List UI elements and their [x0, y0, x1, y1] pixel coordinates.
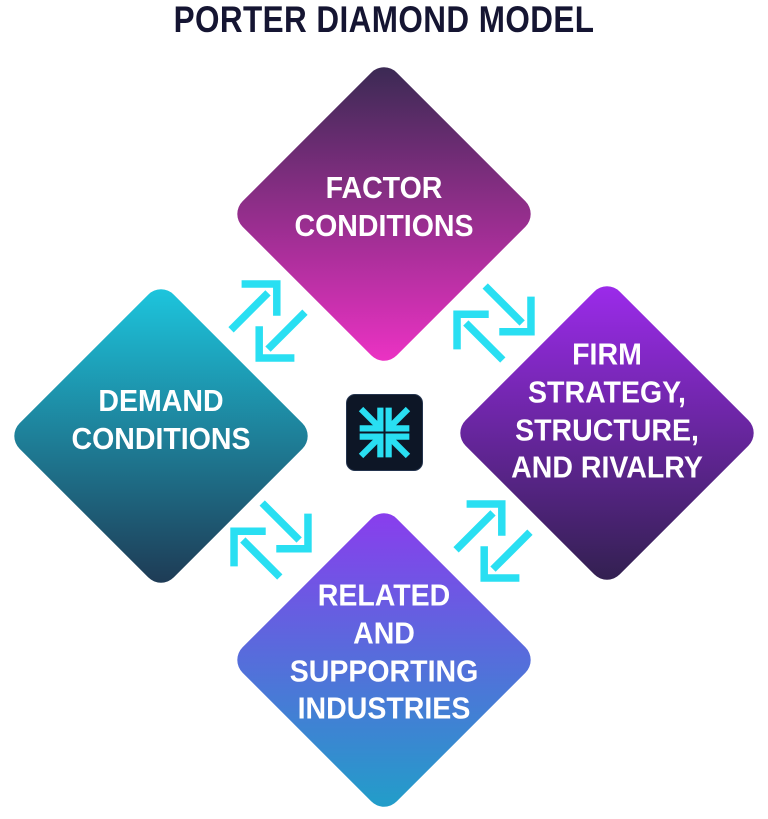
arrow-southwest-icon	[480, 546, 520, 582]
diamond-label-related-industries: RELATED AND SUPPORTING INDUSTRIES	[289, 577, 479, 726]
arrow-northeast-icon	[241, 280, 281, 316]
arrow-southeast-icon	[499, 296, 535, 336]
converge-arrows-icon	[346, 394, 423, 471]
arrow-southeast-shaft	[259, 500, 302, 543]
arrow-northwest-icon	[453, 310, 489, 350]
arrow-southeast-icon	[276, 513, 312, 553]
arrow-northwest-shaft	[240, 537, 283, 580]
diamond-label-factor-conditions: FACTOR CONDITIONS	[294, 170, 474, 243]
arrow-northeast-icon	[466, 500, 506, 536]
arrow-northwest-icon	[230, 527, 266, 567]
arrow-southwest-shaft	[490, 529, 533, 572]
page-title: PORTER DIAMOND MODEL	[173, 0, 595, 40]
arrow-southwest-icon	[255, 326, 295, 362]
exchange-arrows-icon-bottom-right	[453, 500, 533, 582]
diamond-label-firm-strategy: FIRM STRATEGY, STRUCTURE, AND RIVALRY	[511, 336, 703, 485]
converge-arrow-top-right	[385, 406, 411, 432]
exchange-arrows-icon-top-left	[228, 280, 308, 362]
exchange-arrows-icon-top-right	[453, 283, 535, 363]
converge-arrow-bottom-right	[385, 433, 411, 459]
arrow-southwest-shaft	[265, 309, 308, 352]
diamond-label-demand-conditions: DEMAND CONDITIONS	[71, 383, 251, 456]
arrow-northeast-shaft	[453, 510, 496, 553]
exchange-arrows-icon-bottom-left	[230, 500, 312, 580]
converge-arrow-bottom-left	[358, 433, 384, 459]
arrow-northwest-shaft	[463, 320, 506, 363]
converge-arrow-top-left	[358, 406, 384, 432]
arrow-southeast-shaft	[482, 283, 525, 326]
arrow-northeast-shaft	[228, 290, 271, 333]
